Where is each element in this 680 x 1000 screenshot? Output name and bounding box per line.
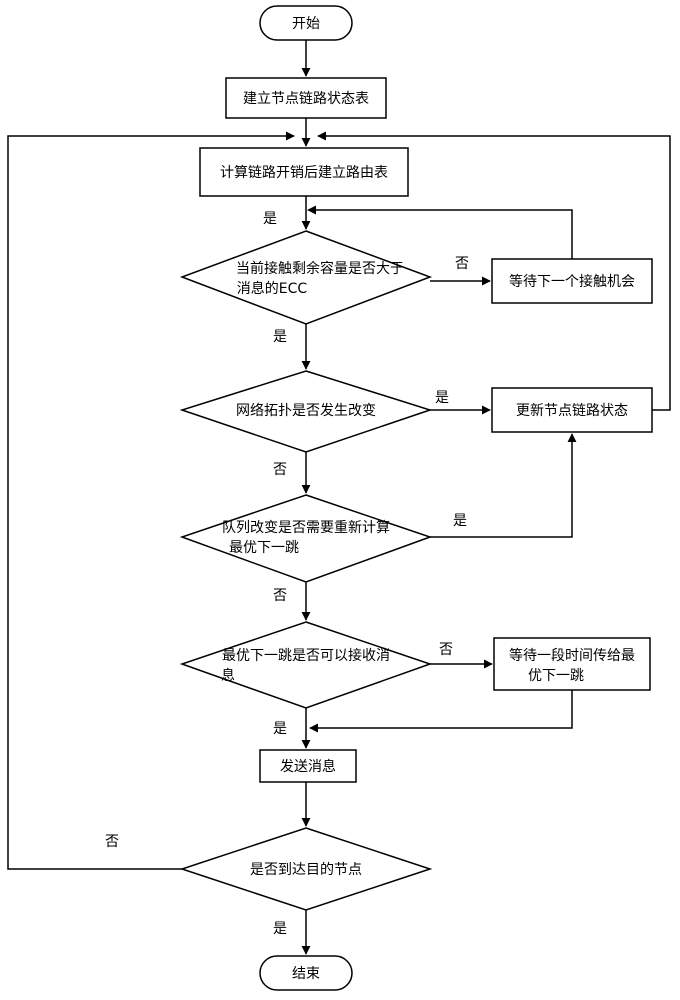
arrow-queue-yes <box>430 433 577 538</box>
node-queue-check: 队列改变是否需要重新计算 最优下一跳 <box>179 494 433 583</box>
node-dest-check: 是否到达目的节点 <box>179 827 433 911</box>
node-wait-forward: 等待一段时间传给最 优下一跳 <box>493 637 651 691</box>
node-compute-route: 计算链路开销后建立路由表 <box>199 147 409 197</box>
edge-label-topology-no: 否 <box>273 462 287 478</box>
arrow-wait-forward-loop <box>309 690 573 733</box>
queue-check-line2: 最优下一跳 <box>229 540 299 556</box>
edge-label-capacity-yes: 是 <box>273 329 287 345</box>
edge-label-route-to-capacity: 是 <box>263 211 277 227</box>
edge-label-nexthop-no: 否 <box>439 642 453 658</box>
edge-label-topology-yes: 是 <box>435 390 449 406</box>
node-end: 结束 <box>259 955 353 991</box>
node-build-table: 建立节点链路状态表 <box>225 77 387 119</box>
node-send: 发送消息 <box>259 749 357 783</box>
capacity-check-line1: 当前接触剩余容量是否大于 <box>236 260 404 277</box>
edge-label-queue-no: 否 <box>273 588 287 604</box>
topology-check-label: 网络拓扑是否发生改变 <box>236 403 376 419</box>
wait-forward-line1: 等待一段时间传给最 <box>509 647 635 664</box>
wait-forward-line2: 优下一跳 <box>528 668 584 684</box>
update-state-label: 更新节点链路状态 <box>516 403 628 419</box>
arrow-wait-contact-loop <box>307 205 573 259</box>
send-label: 发送消息 <box>280 758 336 775</box>
nexthop-check-line2: 息 <box>221 667 235 684</box>
dest-check-label: 是否到达目的节点 <box>250 862 362 878</box>
edge-label-queue-yes: 是 <box>453 513 467 529</box>
capacity-check-line2: 消息的ECC <box>237 280 308 297</box>
wait-contact-label: 等待下一个接触机会 <box>509 273 635 290</box>
node-start: 开始 <box>259 5 353 41</box>
edge-label-capacity-no: 否 <box>455 256 469 272</box>
edge-label-dest-yes: 是 <box>273 921 287 937</box>
edge-label-nexthop-yes: 是 <box>273 721 287 737</box>
node-capacity-check: 当前接触剩余容量是否大于 消息的ECC <box>179 230 433 325</box>
start-label: 开始 <box>292 16 320 32</box>
node-wait-contact: 等待下一个接触机会 <box>491 258 653 304</box>
arrow-update-to-route <box>317 131 671 411</box>
node-update-state: 更新节点链路状态 <box>491 387 653 433</box>
queue-check-line1: 队列改变是否需要重新计算 <box>222 520 390 536</box>
end-label: 结束 <box>292 966 320 982</box>
connectors <box>7 40 671 955</box>
compute-route-label: 计算链路开销后建立路由表 <box>220 165 388 181</box>
build-table-label: 建立节点链路状态表 <box>243 91 369 107</box>
node-topology-check: 网络拓扑是否发生改变 <box>179 370 433 453</box>
node-nexthop-check: 最优下一跳是否可以接收消 息 <box>179 621 433 709</box>
edge-label-dest-no: 否 <box>105 834 119 850</box>
arrow-dest-no-loop <box>7 131 295 870</box>
edge-labels: 是 否 是 是 否 是 否 否 是 否 是 <box>105 211 469 937</box>
nexthop-check-line1: 最优下一跳是否可以接收消 <box>222 647 390 664</box>
